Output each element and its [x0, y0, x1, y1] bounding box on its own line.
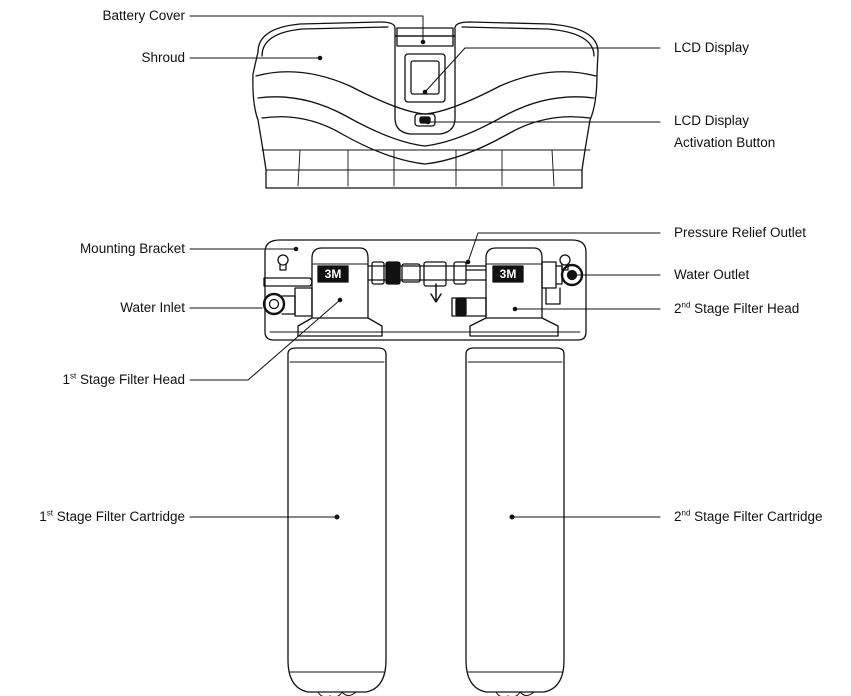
- connector-tubing-illustration: [367, 261, 487, 317]
- label-lcd-display: LCD Display: [674, 40, 750, 55]
- leader-stage1-head: [189, 299, 341, 381]
- label-stage2-filter-head: 2nd Stage Filter Head: [674, 300, 800, 316]
- filter-head-left-illustration: [262, 247, 383, 337]
- label-stage2-filter-cartridge: 2nd Stage Filter Cartridge: [674, 508, 823, 524]
- label-pressure-relief-outlet: Pressure Relief Outlet: [674, 225, 807, 240]
- label-stage1-filter-cartridge: 1st Stage Filter Cartridge: [39, 508, 185, 524]
- logo-3m-right: 3M: [499, 267, 517, 281]
- leader-battery-cover: [189, 15, 424, 43]
- shroud-illustration: [252, 21, 599, 189]
- leader-lcd-display: [424, 47, 661, 93]
- label-water-outlet: Water Outlet: [674, 267, 750, 282]
- logo-3m-left: 3M: [324, 267, 342, 281]
- label-lcd-button-line1: LCD Display: [674, 113, 750, 128]
- leader-pressure-relief: [467, 232, 661, 263]
- label-lcd-button-line2: Activation Button: [674, 135, 776, 150]
- filter-cartridge-right-illustration: [465, 347, 565, 696]
- label-water-inlet: Water Inlet: [120, 300, 185, 315]
- filter-cartridge-left-illustration: [287, 347, 387, 696]
- filter-head-right-illustration: [469, 247, 584, 337]
- label-stage1-filter-head: 1st Stage Filter Head: [62, 371, 185, 387]
- label-battery-cover: Battery Cover: [102, 8, 185, 23]
- label-mounting-bracket: Mounting Bracket: [79, 241, 185, 256]
- leader-lines: [189, 15, 661, 520]
- label-shroud: Shroud: [141, 50, 185, 65]
